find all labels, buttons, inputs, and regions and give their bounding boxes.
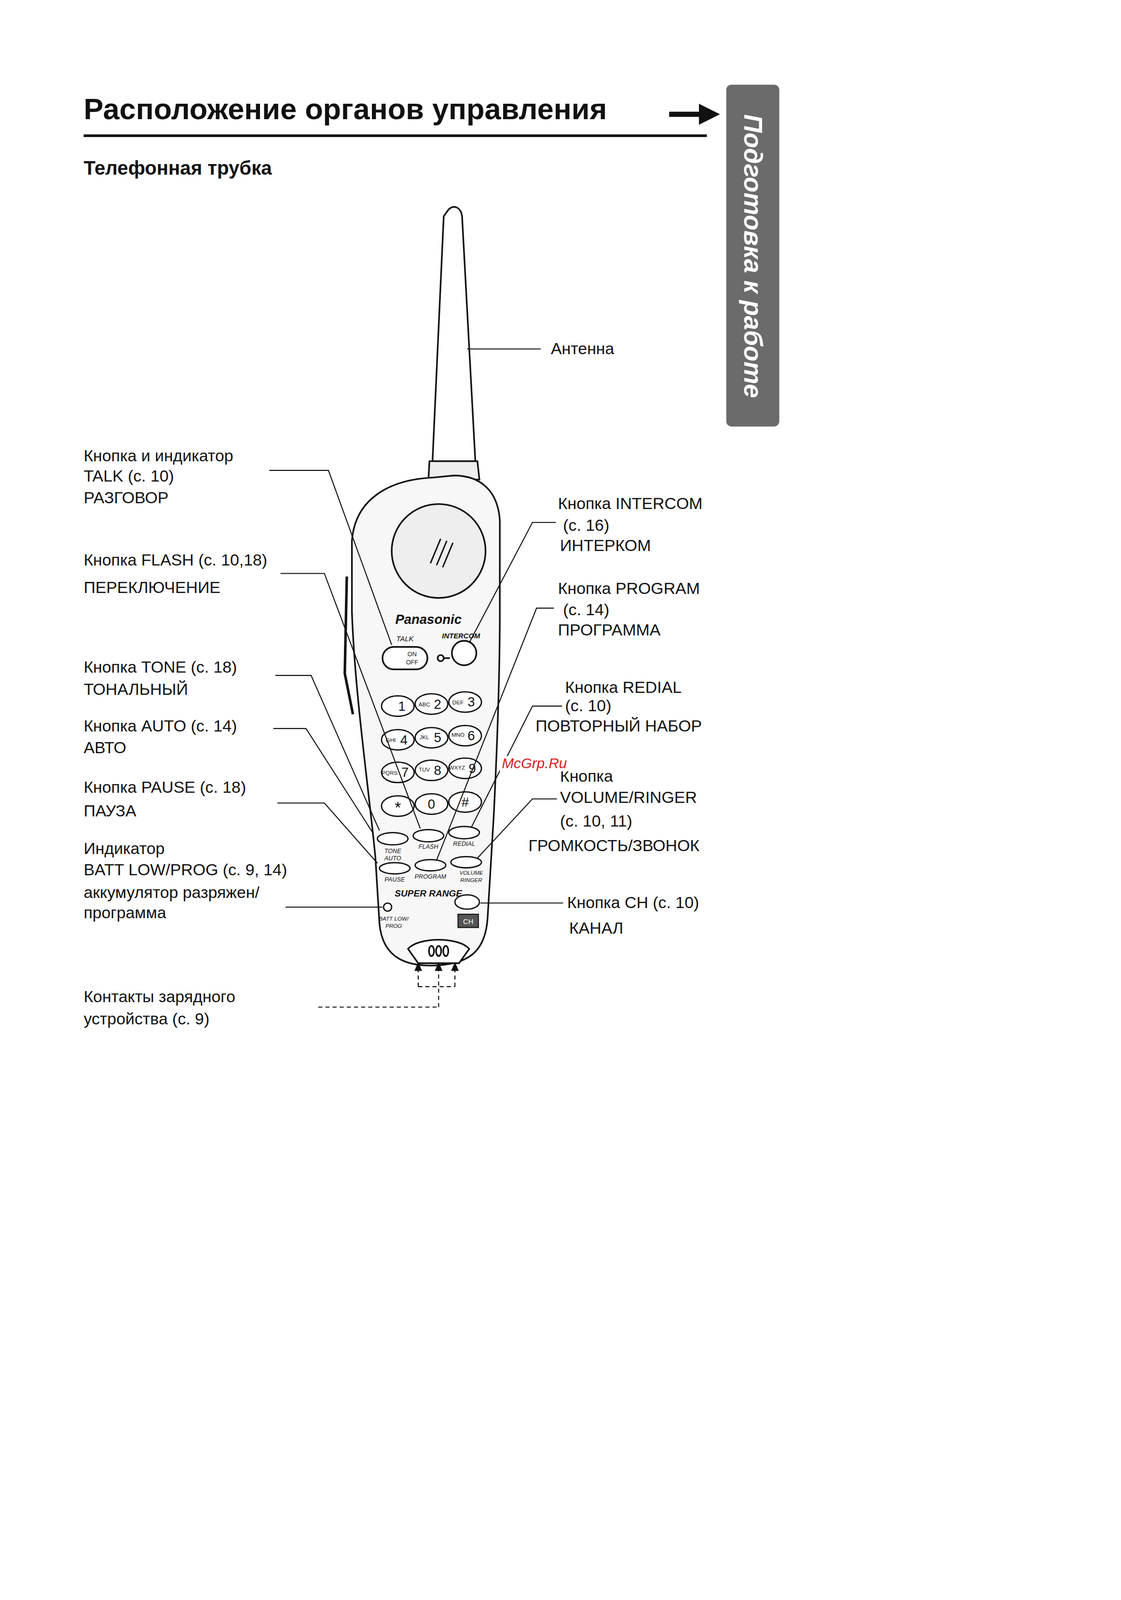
key-digit: * [394,799,401,817]
callout-text: ПОВТОРНЫЙ НАБОР [535,717,702,736]
key-letters: DEF [452,699,464,706]
callout-text: КАНАЛ [569,918,624,937]
key-letters: ABC [418,701,431,708]
callout-text: РАЗГОВОР [83,488,169,507]
range-logo: SUPER RANGE [394,888,463,899]
key-label: OFF [406,658,419,666]
callout-text: ТОНАЛЬНЫЙ [83,680,188,699]
callout-text: Контакты зарядного [83,987,235,1006]
callout-text: Кнопка TONE (с. 18) [83,657,237,676]
key-digit: # [461,794,469,808]
key-label: RINGER [460,877,482,884]
callout-text: (с. 10, 11) [560,811,633,830]
key-digit: 0 [427,797,436,811]
callout-text: Кнопка PROGRAM [558,579,700,598]
callout-text: программа [83,903,166,922]
key-letters: WXYZ [449,765,466,772]
callout-text: ГРОМКОСТЬ/ЗВОНОК [528,836,700,855]
key-letters: MNO [451,732,465,739]
callout-text: (с. 16) [562,516,610,534]
key-digit: 9 [468,761,476,775]
callout-text: BATT LOW/PROG (с. 9, 14) [83,861,288,879]
key-label: CH [463,917,474,925]
section-tab: Подготовка к работе [726,84,780,427]
key-digit: 3 [467,695,475,709]
key-label: TALK [396,634,414,643]
callout-text: Кнопка AUTO (с. 14) [83,717,237,736]
tab-text: Подготовка к работе [738,113,768,398]
callout-text: Антенна [550,339,615,358]
callout-text: Кнопка REDIAL [565,678,683,697]
callout-text: Кнопка и индикатор [83,446,233,465]
indicator-label: BATT LOW/ [378,916,409,923]
subtitle: Телефонная трубка [83,158,272,180]
key-label: ON [407,650,417,657]
callout-text: ПЕРЕКЛЮЧЕНИЕ [83,578,220,597]
brand-logo: Panasonic [395,612,462,626]
key-label: PAUSE [384,876,405,883]
key-letters: GHI [385,737,397,744]
callout-text: (с. 14) [562,601,610,619]
key-digit: 8 [434,763,442,777]
key-label: AUTO [384,854,402,862]
callout-text: (с. 10) [565,696,612,715]
page-title: Расположение органов управления [83,94,607,127]
key-label: PROGRAM [414,873,447,880]
callout-text: Кнопка FLASH (с. 10,18) [83,550,268,569]
key-digit: 1 [398,699,406,713]
callout-text: Кнопка CH (с. 10) [567,893,699,912]
callout-text: аккумулятор разряжен/ [83,883,260,902]
key-label: TONE [384,847,402,854]
key-digit: 5 [434,730,442,744]
callout-text: ПАУЗА [83,801,137,820]
key-letters: JKL [419,734,430,741]
callout-text: Индикатор [83,839,165,858]
key-label: FLASH [418,843,439,850]
callout-text: Кнопка PAUSE (с. 18) [83,778,247,797]
callout-text: ПРОГРАММА [558,621,661,640]
callout-text: VOLUME/RINGER [560,788,698,807]
callout-text: АВТО [83,738,126,757]
indicator-label: PROG [385,923,402,930]
key-digit: 6 [467,728,475,742]
key-digit: 4 [400,732,408,746]
callout-text: устройства (с. 9) [83,1010,210,1028]
key-letters: TUV [418,767,430,774]
key-label: REDIAL [452,840,476,848]
watermark: McGrp.Ru [499,755,569,772]
key-letters: PQRS [381,770,398,777]
key-digit: 2 [434,697,442,711]
key-label: INTERCOM [441,631,480,640]
callout-text: ИНТЕРКОМ [560,536,651,555]
callout-text: Кнопка INTERCOM [558,494,703,513]
callout-text: TALK (с. 10) [83,467,174,486]
key-label: VOLUME [459,870,483,876]
key-digit: 7 [401,765,409,779]
